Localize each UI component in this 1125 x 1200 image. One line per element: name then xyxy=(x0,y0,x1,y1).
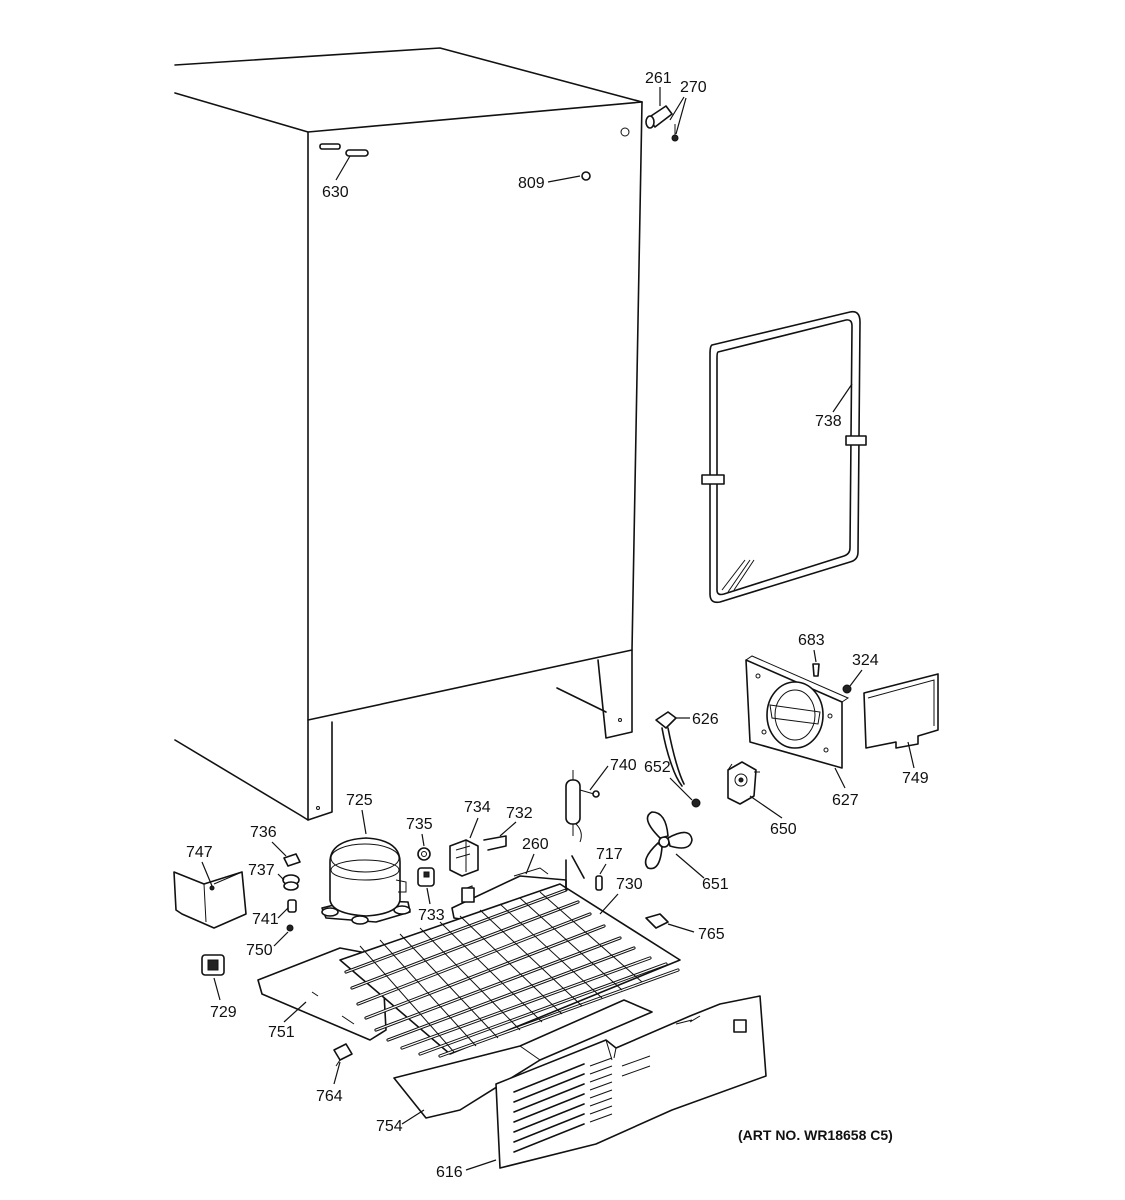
svg-text:749: 749 xyxy=(902,770,929,787)
svg-text:260: 260 xyxy=(522,836,549,853)
svg-text:741: 741 xyxy=(252,911,279,928)
svg-text:630: 630 xyxy=(322,184,349,201)
svg-text:747: 747 xyxy=(186,844,213,861)
clip-765: 765 xyxy=(645,913,725,943)
svg-text:627: 627 xyxy=(832,792,859,809)
screw-324: 324 xyxy=(842,652,879,694)
wire-626: 626 xyxy=(655,711,719,787)
svg-text:261: 261 xyxy=(645,70,672,87)
cover-749: 749 xyxy=(863,673,939,787)
screw-683: 683 xyxy=(798,632,825,677)
clip-717: 717 xyxy=(595,846,623,891)
svg-text:809: 809 xyxy=(518,175,545,192)
svg-text:626: 626 xyxy=(692,711,719,728)
grommet-735: 735 xyxy=(406,816,433,861)
svg-text:751: 751 xyxy=(268,1024,295,1041)
condenser-coil-730: 730 xyxy=(339,855,681,1058)
part-737: 737 xyxy=(248,862,300,891)
part-741: 741 xyxy=(252,899,297,928)
svg-text:729: 729 xyxy=(210,1004,237,1021)
svg-text:740: 740 xyxy=(610,757,637,774)
svg-text:754: 754 xyxy=(376,1118,403,1135)
svg-text:738: 738 xyxy=(815,413,842,430)
plug-part-809: 809 xyxy=(518,171,591,192)
panel-754: 754 xyxy=(376,999,653,1135)
svg-text:616: 616 xyxy=(436,1164,463,1181)
svg-text:651: 651 xyxy=(702,876,729,893)
cover-747: 747 xyxy=(173,844,247,929)
part-736: 736 xyxy=(250,824,301,867)
overload-733: 733 xyxy=(417,867,445,924)
svg-text:725: 725 xyxy=(346,792,373,809)
part-764: 764 xyxy=(316,1043,353,1105)
svg-text:717: 717 xyxy=(596,846,623,863)
svg-text:652: 652 xyxy=(644,759,671,776)
svg-text:750: 750 xyxy=(246,942,273,959)
svg-text:765: 765 xyxy=(698,926,725,943)
svg-text:270: 270 xyxy=(680,79,707,96)
svg-text:734: 734 xyxy=(464,799,491,816)
label-270: 270 xyxy=(669,79,707,135)
svg-text:737: 737 xyxy=(248,862,275,879)
svg-text:650: 650 xyxy=(770,821,797,838)
clip-732: 732 xyxy=(483,805,533,851)
nut-652: 652 xyxy=(644,759,701,808)
art-number: (ART NO. WR18658 C5) xyxy=(738,1127,893,1143)
svg-text:733: 733 xyxy=(418,907,445,924)
component-740: 740 xyxy=(565,757,637,843)
part-750: 750 xyxy=(246,924,294,959)
svg-text:683: 683 xyxy=(798,632,825,649)
grille-616: 616 xyxy=(436,995,767,1181)
label-630: 630 xyxy=(322,155,351,201)
fan-blade-651: 651 xyxy=(644,811,729,893)
svg-text:730: 730 xyxy=(616,876,643,893)
part-729: 729 xyxy=(201,954,237,1021)
compressor-725: 725 xyxy=(321,792,411,925)
relay-734: 734 xyxy=(449,799,491,877)
svg-text:732: 732 xyxy=(506,805,533,822)
heater-loop-738: 738 xyxy=(701,310,867,604)
label-261: 261 xyxy=(645,70,672,106)
hinge-pin-part xyxy=(645,105,679,142)
svg-text:735: 735 xyxy=(406,816,433,833)
svg-text:324: 324 xyxy=(852,652,879,669)
motor-650: 650 xyxy=(727,761,797,838)
cabinet xyxy=(174,47,643,821)
svg-text:736: 736 xyxy=(250,824,277,841)
svg-text:764: 764 xyxy=(316,1088,343,1105)
fan-bracket-627: 627 xyxy=(745,655,859,809)
